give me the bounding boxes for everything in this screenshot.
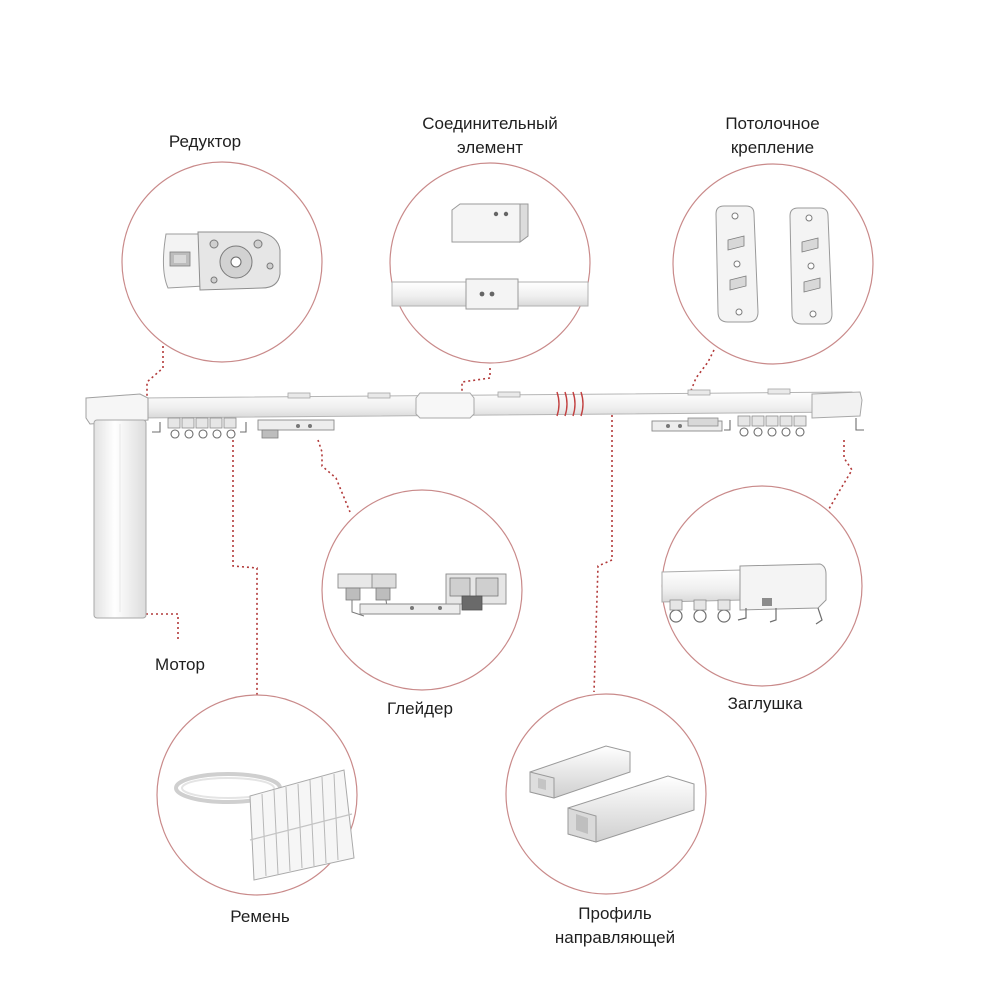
main-rail [139,388,864,439]
runner-bodies-left [167,417,237,429]
runner-hooks-left [152,422,247,439]
rail-end-cap [811,391,863,419]
circle-profil [505,693,707,895]
leader-zaglushka [825,440,853,515]
runner-hooks-right [724,418,864,437]
leader-motor [146,613,179,640]
label-belt: Ремень [230,907,290,926]
belt-illustration [174,769,355,881]
rail-profile [139,391,853,419]
leader-lines [146,346,853,695]
runner-bodies-right [737,415,807,427]
motor-unit [85,393,149,619]
leader-reduktor [146,346,164,398]
glider-illustration [337,573,507,617]
circle-gleider [321,489,523,691]
rail-connector-joint [415,392,475,419]
leader-gleider [317,439,351,513]
rail-top-clips [287,388,791,399]
glider-carriage-right [651,417,723,432]
label-glider: Глейдер [387,699,453,718]
leader-potol [687,349,715,399]
label-end-cap: Заглушка [727,694,803,713]
leader-remen [232,420,258,695]
ceiling-bracket-illustration [715,205,833,325]
label-motor: Мотор [155,655,205,674]
glider-carriage-left [257,419,335,439]
gearbox-illustration [162,231,281,291]
profile-illustration [529,745,695,843]
extension-marks [556,391,584,417]
label-reduktor: Редуктор [168,132,242,151]
end-cap-illustration [661,563,827,625]
motor-head [85,393,149,425]
leader-profil [593,410,613,693]
circle-potol [672,163,874,365]
connector-illustration [391,203,589,310]
leader-soed [461,368,491,398]
circle-soed [389,162,591,364]
